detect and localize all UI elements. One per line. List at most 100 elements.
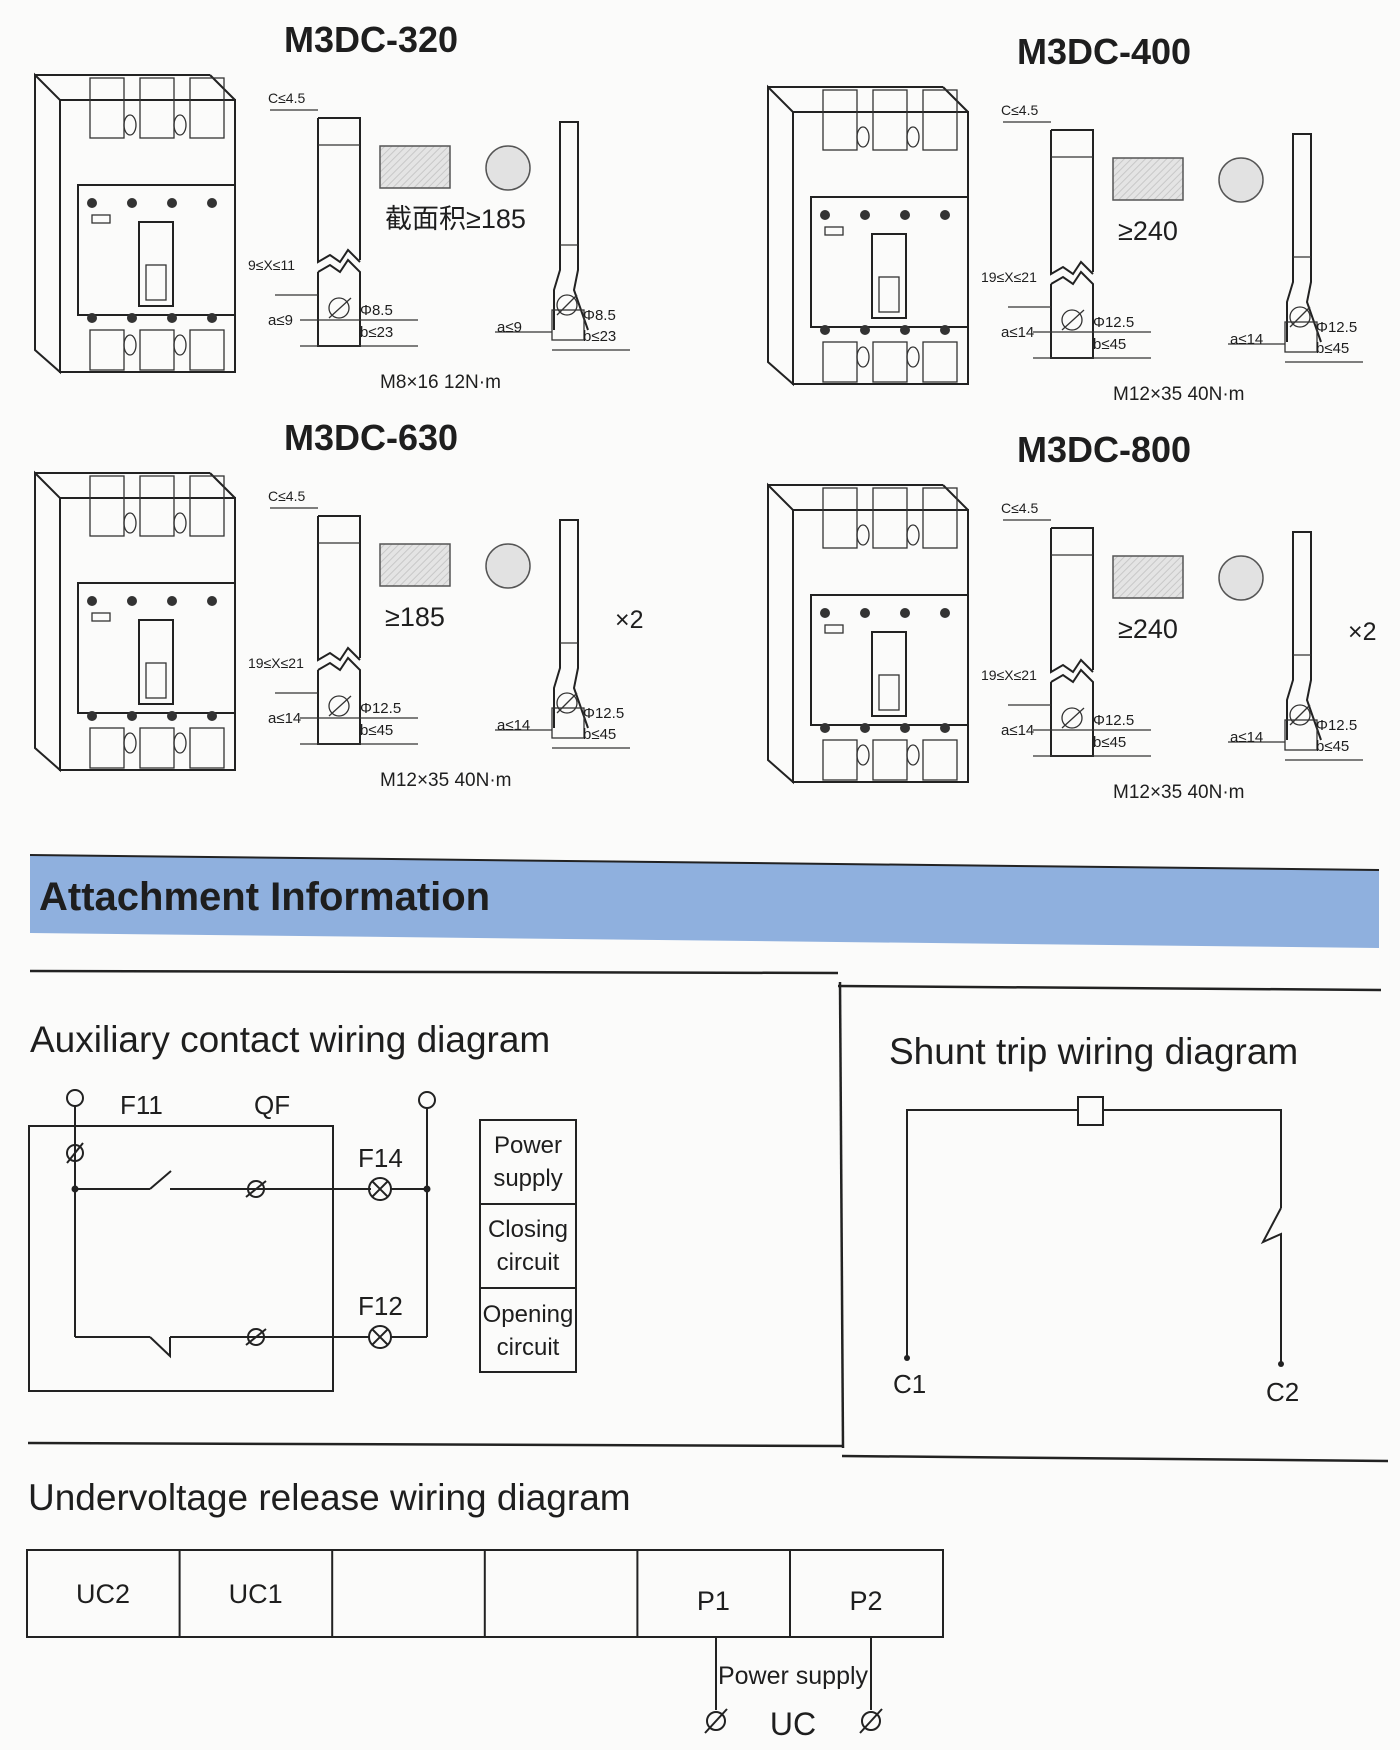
model-title: M3DC-630: [284, 417, 458, 458]
lug-b-label: b≤45: [1316, 340, 1349, 357]
busbar-icon: [1003, 121, 1151, 359]
terminal-icon: [66, 1089, 84, 1107]
divider: [27, 1441, 843, 1448]
trip-contact-icon: [1260, 1207, 1282, 1363]
uc-label: UC: [770, 1706, 816, 1742]
b-dimension-label: b≤45: [1093, 734, 1126, 751]
undervoltage-title: Undervoltage release wiring diagram: [28, 1477, 631, 1518]
legend-opening-1: Opening: [483, 1301, 574, 1328]
terminal-cell-6: P2: [849, 1586, 882, 1616]
power-supply-label: Power supply: [718, 1662, 869, 1690]
auxiliary-title: Auxiliary contact wiring diagram: [30, 1019, 550, 1060]
cable-section-icon: [1218, 157, 1264, 203]
hole-diameter-label: Φ12.5: [360, 700, 401, 717]
terminal-cell-2: UC1: [229, 1579, 283, 1609]
lug-a-label: a≤9: [497, 319, 522, 336]
circuit-breaker-icon: [34, 470, 236, 773]
closed-contact-icon: [149, 1336, 171, 1359]
panel-m3dc-320: M3DC-320C≤4.59≤X≤11Φ8.5a≤9b≤23截面积≥185a≤9…: [34, 19, 630, 393]
c-dimension-label: C≤4.5: [268, 90, 305, 106]
terminal-icon: [704, 1708, 728, 1734]
auxiliary-contact-diagram: Auxiliary contact wiring diagram F11 QF …: [28, 1019, 577, 1392]
busbar-icon: [270, 507, 418, 745]
cable-section-icon: [485, 543, 531, 589]
terminal-c2: C2: [1266, 1377, 1299, 1407]
section-title: Attachment Information: [39, 875, 490, 919]
legend-closing-2: circuit: [497, 1249, 560, 1276]
multiplier-label: ×2: [615, 606, 644, 634]
cable-lug-icon: [495, 121, 630, 351]
screw-terminal-icon: [66, 1142, 84, 1164]
torque-label: M12×35 40N·m: [1113, 384, 1244, 405]
torque-label: M8×16 12N·m: [380, 372, 501, 393]
lug-a-label: a≤14: [497, 717, 530, 734]
legend-opening-2: circuit: [497, 1334, 560, 1361]
lug-diameter-label: Φ12.5: [583, 705, 624, 722]
hole-diameter-label: Φ12.5: [1093, 712, 1134, 729]
label-f11: F11: [120, 1090, 163, 1120]
c-dimension-label: C≤4.5: [1001, 500, 1038, 516]
cross-section-label: ≥240: [1118, 614, 1178, 644]
attachment-information-banner: Attachment Information: [29, 854, 1380, 948]
x-dimension-label: 9≤X≤11: [248, 257, 295, 273]
a-dimension-label: a≤14: [268, 710, 301, 727]
model-title: M3DC-800: [1017, 429, 1191, 470]
circuit-legend: Power supply Closing circuit Opening cir…: [479, 1119, 577, 1373]
busbar-section-icon: [379, 145, 451, 189]
screw-terminal-icon: [245, 1328, 267, 1346]
multiplier-label: ×2: [1348, 618, 1377, 646]
lug-b-label: b≤23: [583, 328, 616, 345]
torque-label: M12×35 40N·m: [380, 770, 511, 791]
model-title: M3DC-320: [284, 19, 458, 60]
label-f14: F14: [358, 1143, 403, 1173]
lug-diameter-label: Φ12.5: [1316, 319, 1357, 336]
hole-diameter-label: Φ8.5: [360, 302, 393, 319]
circuit-breaker-icon: [767, 482, 969, 785]
terminal-icon: [418, 1091, 436, 1109]
breaker-panels: M3DC-320C≤4.59≤X≤11Φ8.5a≤9b≤23截面积≥185a≤9…: [34, 19, 1377, 803]
lug-b-label: b≤45: [583, 726, 616, 743]
lug-b-label: b≤45: [1316, 738, 1349, 755]
c-dimension-label: C≤4.5: [1001, 102, 1038, 118]
open-contact-icon: [149, 1170, 172, 1190]
cable-section-icon: [1218, 555, 1264, 601]
hole-diameter-label: Φ12.5: [1093, 314, 1134, 331]
panel-m3dc-800: M3DC-800C≤4.519≤X≤21Φ12.5a≤14b≤45≥240a≤1…: [767, 429, 1377, 803]
legend-closing-1: Closing: [488, 1216, 568, 1243]
terminal-c1: C1: [893, 1369, 926, 1399]
qf-boundary: [28, 1125, 334, 1392]
cross-section-label: 截面积≥185: [385, 204, 526, 234]
busbar-section-icon: [1112, 157, 1184, 201]
legend-power-1: Power: [494, 1132, 562, 1159]
b-dimension-label: b≤23: [360, 324, 393, 341]
x-dimension-label: 19≤X≤21: [248, 655, 304, 671]
x-dimension-label: 19≤X≤21: [981, 269, 1037, 285]
lug-diameter-label: Φ12.5: [1316, 717, 1357, 734]
cross-section-label: ≥185: [385, 602, 445, 632]
divider: [841, 1454, 1389, 1463]
lug-a-label: a≤14: [1230, 729, 1263, 746]
c-dimension-label: C≤4.5: [268, 488, 305, 504]
banner-band: [30, 855, 1379, 948]
busbar-section-icon: [379, 543, 451, 587]
terminal-cell-1: UC2: [76, 1579, 130, 1609]
model-title: M3DC-400: [1017, 31, 1191, 72]
b-dimension-label: b≤45: [360, 722, 393, 739]
lamp-icon: [368, 1177, 392, 1201]
divider: [29, 969, 839, 975]
cable-lug-icon: [1228, 531, 1363, 761]
terminal-cell-5: P1: [697, 1586, 730, 1616]
b-dimension-label: b≤45: [1093, 336, 1126, 353]
busbar-icon: [1003, 519, 1151, 757]
torque-label: M12×35 40N·m: [1113, 782, 1244, 803]
shunt-trip-diagram: Shunt trip wiring diagram C1 C2: [889, 1031, 1299, 1407]
lamp-icon: [368, 1325, 392, 1349]
circuit-breaker-icon: [767, 84, 969, 387]
divider-vertical: [838, 981, 845, 1449]
cross-section-label: ≥240: [1118, 216, 1178, 246]
cable-section-icon: [485, 145, 531, 191]
terminal-strip: UC2 UC1 P1 P2: [26, 1549, 944, 1638]
a-dimension-label: a≤14: [1001, 722, 1034, 739]
